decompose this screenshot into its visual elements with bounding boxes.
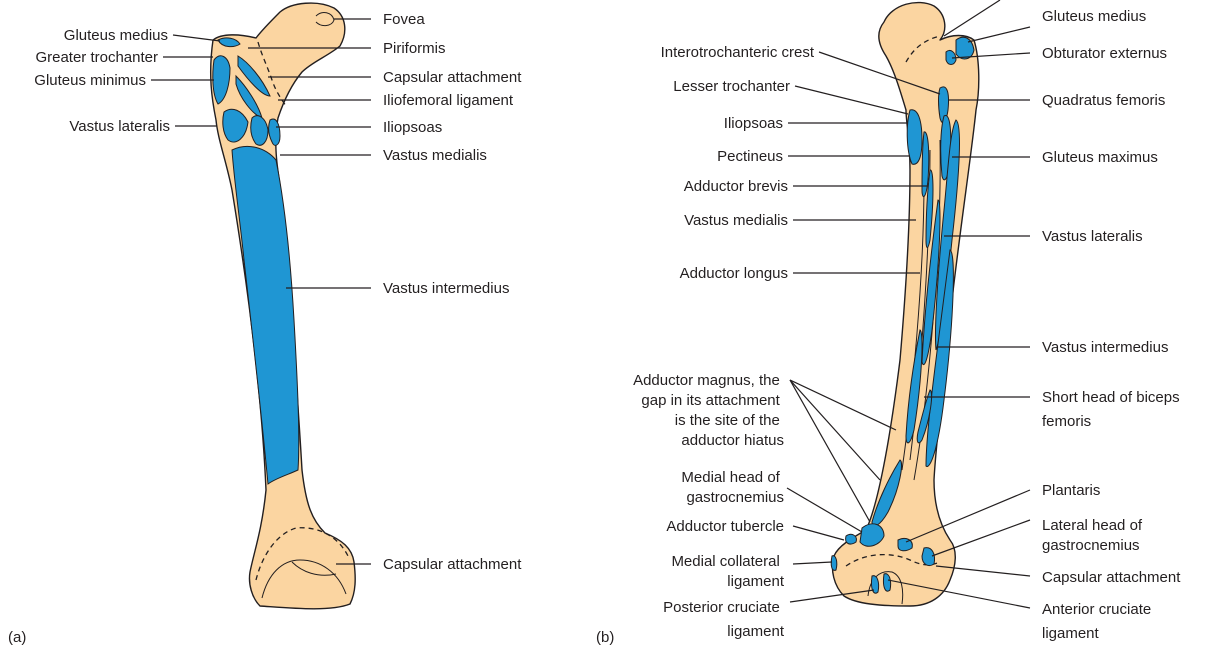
label-capsular-attachment-bottom-a: Capsular attachment (383, 556, 522, 573)
label-medial-collateral-line1: Medial collateral (671, 553, 779, 570)
label-pectineus-b: Pectineus (717, 148, 783, 165)
label-lateral-head-gastrocnemius-b: Lateral head of gastrocnemius (1042, 517, 1146, 554)
label-gluteus-minimus-a: Gluteus minimus (34, 72, 146, 89)
label-gluteus-maximus-b: Gluteus maximus (1042, 149, 1158, 166)
label-vastus-lateralis-a: Vastus lateralis (69, 118, 170, 135)
label-adductor-tubercle-b: Adductor tubercle (666, 518, 784, 535)
label-vastus-intermedius-a: Vastus intermedius (383, 280, 509, 297)
label-medial-head-gastrocnemius-b: Medial head of gastrocnemius (681, 469, 784, 506)
femur-posterior-outline (832, 3, 978, 606)
att-vastus-intermedius-a (232, 146, 299, 484)
panel-a: Gluteus medius Greater trochanter Gluteu… (8, 3, 522, 646)
label-adductor-brevis-b: Adductor brevis (684, 178, 788, 195)
label-adductor-magnus-line2: gap in its attachment (641, 392, 780, 409)
panel-a-tag: (a) (8, 629, 26, 646)
label-lateral-head-line2: gastrocnemius (1042, 537, 1140, 554)
label-anterior-cruciate-line2: ligament (1042, 625, 1100, 642)
label-greater-trochanter-a: Greater trochanter (35, 49, 158, 66)
label-vastus-medialis-b: Vastus medialis (684, 212, 788, 229)
label-adductor-magnus-line4: adductor hiatus (681, 432, 784, 449)
label-short-head-line1: Short head of biceps (1042, 389, 1180, 406)
label-anterior-cruciate-b: Anterior cruciate ligament (1042, 601, 1155, 642)
label-plantaris-b: Plantaris (1042, 482, 1100, 499)
label-lateral-head-line1: Lateral head of (1042, 517, 1143, 534)
label-anterior-cruciate-line1: Anterior cruciate (1042, 601, 1151, 618)
label-medial-head-line2: gastrocnemius (686, 489, 784, 506)
label-capsular-attachment-b: Capsular attachment (1042, 569, 1181, 586)
label-vastus-intermedius-b: Vastus intermedius (1042, 339, 1168, 356)
label-vastus-medialis-a: Vastus medialis (383, 147, 487, 164)
label-posterior-cruciate-line1: Posterior cruciate (663, 599, 780, 616)
label-medial-collateral-line2: ligament (727, 573, 785, 590)
label-lesser-trochanter-b: Lesser trochanter (673, 78, 790, 95)
label-gluteus-medius-a: Gluteus medius (64, 27, 168, 44)
label-medial-collateral-b: Medial collateral ligament (671, 553, 784, 590)
label-iliopsoas-a: Iliopsoas (383, 119, 442, 136)
label-short-head-line2: femoris (1042, 413, 1091, 430)
label-fovea-a: Fovea (383, 11, 425, 28)
label-iliopsoas-b: Iliopsoas (724, 115, 783, 132)
label-piriformis-a: Piriformis (383, 40, 446, 57)
label-iliofemoral-ligament-a: Iliofemoral ligament (383, 92, 514, 109)
att-medial-collateral-b (831, 556, 837, 571)
label-vastus-lateralis-b: Vastus lateralis (1042, 228, 1143, 245)
label-medial-head-line1: Medial head of (681, 469, 780, 486)
att-anterior-cruciate-b (883, 574, 890, 592)
label-posterior-cruciate-b: Posterior cruciate ligament (663, 599, 785, 640)
panel-b-tag: (b) (596, 629, 614, 646)
label-posterior-cruciate-line2: ligament (727, 623, 785, 640)
att-adductor-tubercle-b (846, 534, 857, 544)
label-obturator-externus-b: Obturator externus (1042, 45, 1167, 62)
panel-b: Interotrochanteric crest Lesser trochant… (596, 0, 1184, 646)
label-adductor-magnus-line3: is the site of the (675, 412, 780, 429)
label-adductor-magnus-line1: Adductor magnus, the (633, 372, 780, 389)
label-adductor-magnus-b: Adductor magnus, the gap in its attachme… (633, 372, 784, 449)
label-interotrochanteric-crest-b: Interotrochanteric crest (661, 44, 815, 61)
label-adductor-longus-b: Adductor longus (680, 265, 788, 282)
label-gluteus-medius-b: Gluteus medius (1042, 8, 1146, 25)
label-capsular-attachment-top-a: Capsular attachment (383, 69, 522, 86)
label-quadratus-femoris-b: Quadratus femoris (1042, 92, 1165, 109)
label-short-head-biceps-b: Short head of biceps femoris (1042, 389, 1184, 430)
